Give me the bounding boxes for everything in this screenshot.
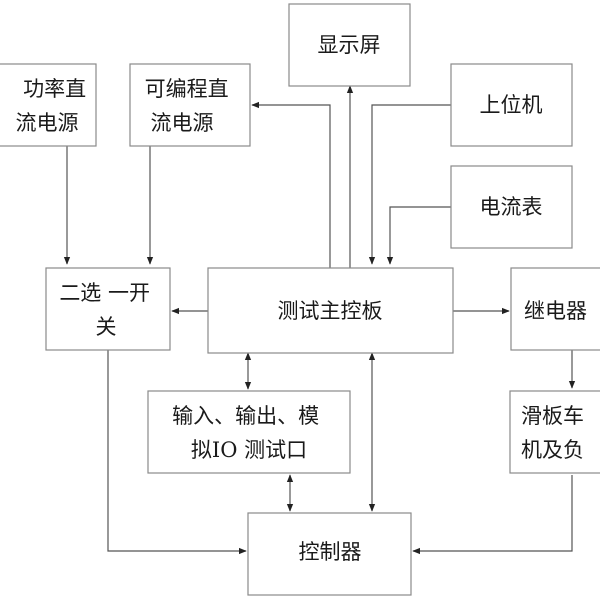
node-power-dc: 功率直 流电源 — [0, 63, 97, 147]
node-io-test: 输入、输出、模 拟IO 测试口 — [147, 390, 351, 474]
power-dc-label-line2: 流电源 — [16, 111, 79, 135]
node-ammeter: 电流表 — [450, 165, 573, 249]
svg-text:滑板车 机及负: 滑板车 机及负 — [521, 404, 591, 462]
power-dc-label-line1: 功率直 — [23, 77, 86, 101]
svg-text:功率直 流电源: 功率直 流电源 — [16, 77, 93, 135]
node-relay: 继电器 — [510, 267, 600, 351]
edge-switch-to-controller — [107, 350, 247, 555]
switch-label-line1: 二选 一开 — [59, 281, 150, 305]
motor-load-label-line2: 机及负 — [521, 438, 584, 462]
svg-text:二选 一开 关: 二选 一开 关 — [59, 281, 156, 339]
programmable-dc-label-line2: 流电源 — [151, 111, 214, 135]
io-test-label-line2: 拟IO 测试口 — [191, 438, 307, 462]
ammeter-label: 电流表 — [480, 195, 543, 219]
svg-text:可编程直 流电源: 可编程直 流电源 — [145, 77, 236, 135]
display-label: 显示屏 — [318, 33, 381, 57]
node-display: 显示屏 — [288, 3, 411, 87]
io-test-label-line1: 输入、输出、模 — [172, 404, 319, 428]
node-host-computer: 上位机 — [450, 63, 573, 147]
host-computer-label: 上位机 — [480, 93, 543, 117]
node-motor-load: 滑板车 机及负 — [509, 390, 600, 474]
edge-motor-to-controller — [412, 475, 573, 555]
motor-load-label-line1: 滑板车 — [521, 404, 584, 428]
node-switch: 二选 一开 关 — [45, 267, 171, 351]
controller-label: 控制器 — [299, 540, 362, 564]
node-programmable-dc: 可编程直 流电源 — [129, 63, 251, 147]
switch-label-line2: 关 — [96, 315, 117, 339]
connectors — [63, 85, 576, 555]
programmable-dc-label-line1: 可编程直 — [145, 77, 229, 101]
main-board-label: 测试主控板 — [278, 299, 383, 323]
node-controller: 控制器 — [247, 512, 412, 596]
edge-board-to-programmable — [251, 101, 331, 268]
edge-host-to-board — [368, 104, 451, 265]
svg-text:输入、输出、模 拟IO 测试口: 输入、输出、模 拟IO 测试口 — [172, 404, 326, 462]
relay-label: 继电器 — [524, 299, 587, 323]
edge-ammeter-to-board — [386, 206, 451, 265]
node-main-board: 测试主控板 — [207, 267, 454, 354]
